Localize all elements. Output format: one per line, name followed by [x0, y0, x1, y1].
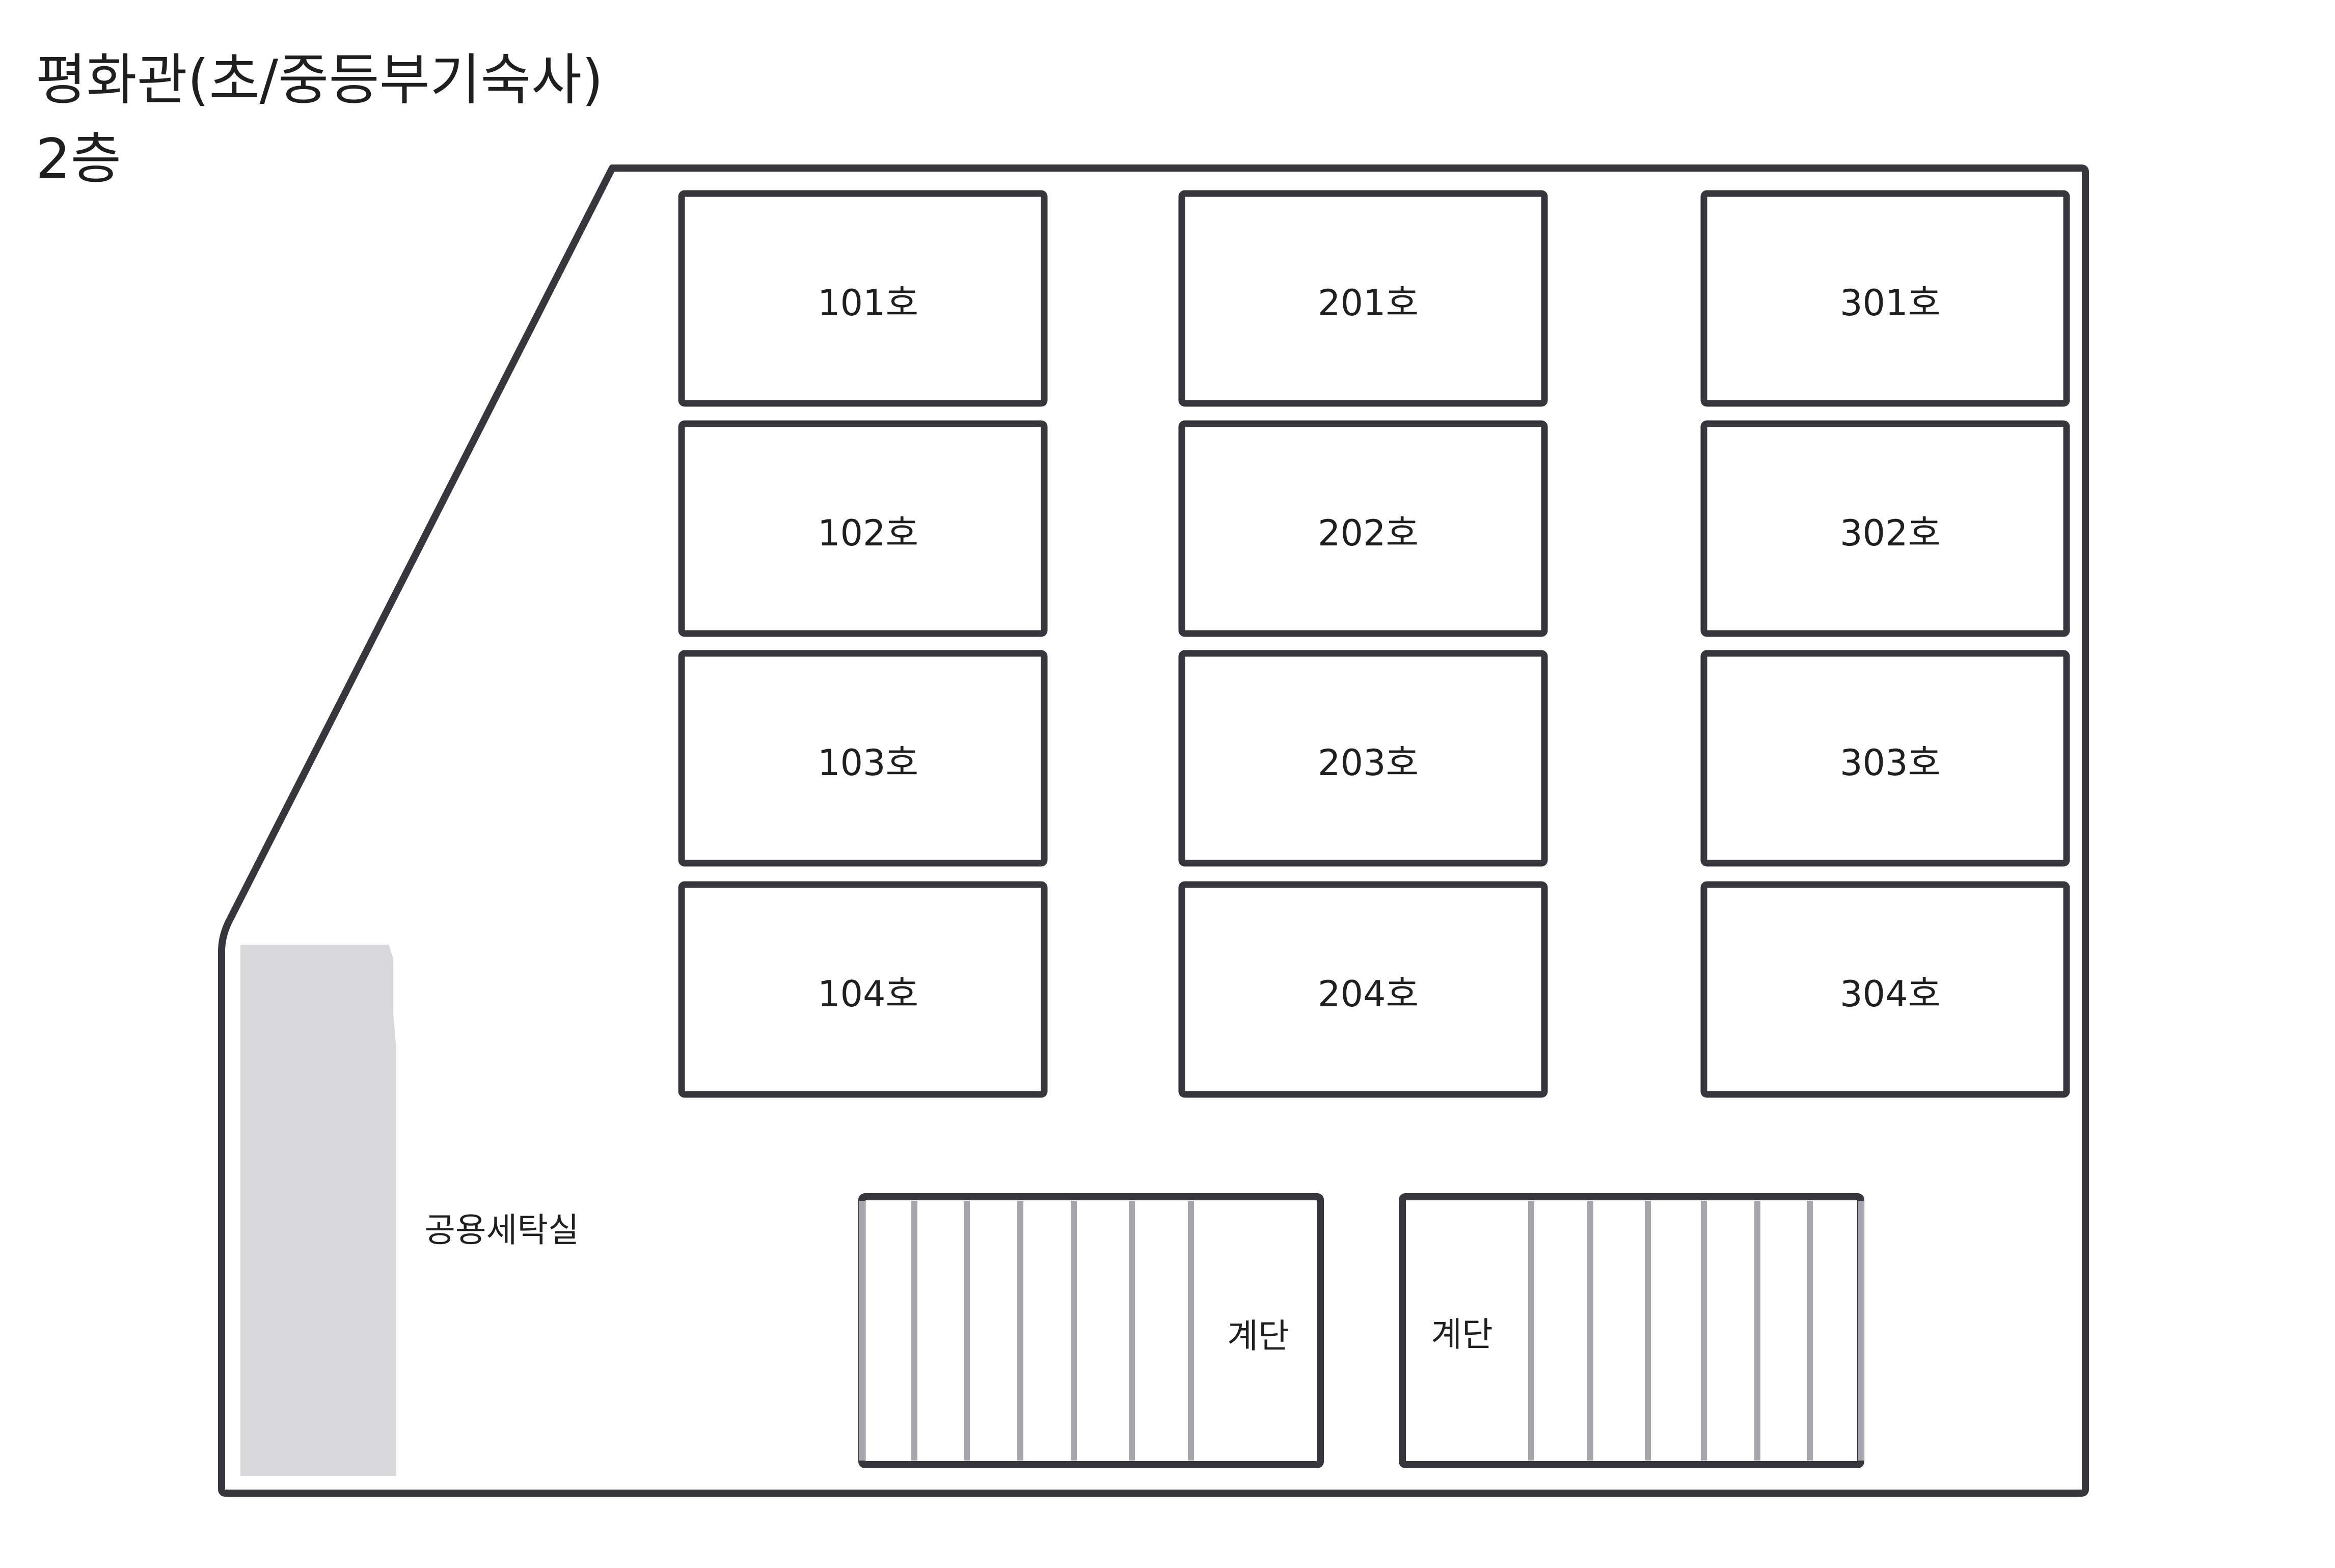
room-label: 304호: [1840, 973, 1941, 1015]
room-304[interactable]: 304호: [1700, 881, 2070, 1098]
building-outline: [218, 164, 2089, 1497]
room-box: [1700, 650, 2070, 867]
room-label: 101호: [818, 282, 918, 324]
room-104[interactable]: 104호: [678, 881, 1048, 1098]
room-box: [1178, 420, 1548, 637]
room-202[interactable]: 202호: [1178, 420, 1548, 637]
stairs-1[interactable]: 계단: [858, 1193, 1324, 1468]
building-title: 평화관(초/중등부기숙사): [36, 48, 604, 112]
room-box: [1178, 190, 1548, 407]
room-box: [1700, 190, 2070, 407]
room-label: 104호: [818, 973, 918, 1015]
room-label: 203호: [1318, 742, 1419, 784]
laundry-label: 공용세탁실: [424, 1211, 579, 1250]
room-label: 301호: [1840, 282, 1941, 324]
room-201[interactable]: 201호: [1178, 190, 1548, 407]
room-301[interactable]: 301호: [1700, 190, 2070, 407]
stairs-group: 계단 계단: [858, 1193, 1864, 1468]
stairs-2[interactable]: 계단: [1399, 1193, 1864, 1468]
room-203[interactable]: 203호: [1178, 650, 1548, 867]
room-box: [1700, 881, 2070, 1098]
room-box: [1178, 650, 1548, 867]
room-box: [678, 190, 1048, 407]
room-102[interactable]: 102호: [678, 420, 1048, 637]
stair-label: 계단: [1227, 1316, 1289, 1356]
laundry-area: [240, 945, 396, 1476]
room-grid: 101호 102호 103호 104호 201호 202호 203호 204호 301호 302호…: [678, 190, 2070, 1098]
room-101[interactable]: 101호: [678, 190, 1048, 407]
stair-label: 계단: [1431, 1315, 1492, 1354]
room-box: [678, 881, 1048, 1098]
room-label: 103호: [818, 742, 918, 784]
room-box: [1178, 881, 1548, 1098]
floor-title: 2층: [36, 127, 122, 191]
room-box: [678, 420, 1048, 637]
room-label: 102호: [818, 512, 918, 554]
room-label: 204호: [1318, 973, 1419, 1015]
room-204[interactable]: 204호: [1178, 881, 1548, 1098]
room-box: [1700, 420, 2070, 637]
room-103[interactable]: 103호: [678, 650, 1048, 867]
room-302[interactable]: 302호: [1700, 420, 2070, 637]
room-303[interactable]: 303호: [1700, 650, 2070, 867]
laundry-room[interactable]: 공용세탁실: [240, 945, 579, 1476]
room-label: 302호: [1840, 512, 1941, 554]
room-label: 202호: [1318, 512, 1419, 554]
room-label: 201호: [1318, 282, 1419, 324]
room-label: 303호: [1840, 742, 1941, 784]
room-box: [678, 650, 1048, 867]
